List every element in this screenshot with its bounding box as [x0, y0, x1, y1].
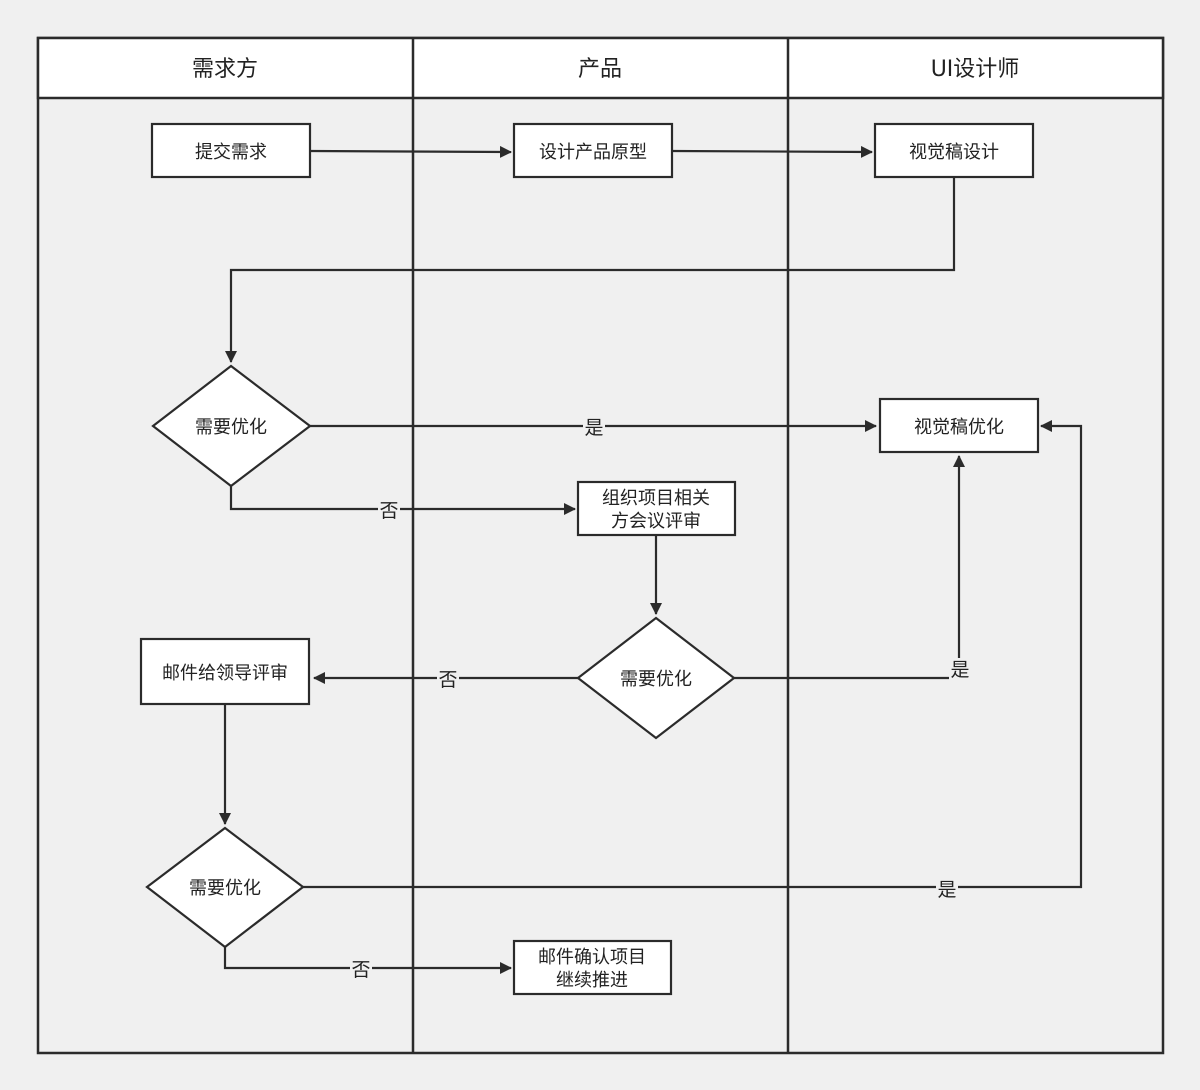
- nodes: 提交需求 设计产品原型 视觉稿设计 需要优化 视觉稿优化 组织项目相关 方会议评…: [139, 122, 1040, 996]
- node-label-line2: 继续推进: [556, 970, 628, 991]
- edge-decision3-no: [223, 947, 512, 974]
- lane-header-band: [36, 36, 1165, 100]
- node-email-confirm-proceed[interactable]: 邮件确认项目 继续推进: [512, 939, 673, 996]
- edge-prototype-to-visual: [671, 145, 873, 158]
- label-bg: [949, 658, 971, 680]
- decision-label: 需要优化: [189, 878, 261, 899]
- lane-title-product: 产品: [578, 57, 622, 82]
- label-bg: [378, 499, 400, 521]
- edge-label-yes-3: 是: [937, 879, 956, 901]
- decision-need-optimize-1[interactable]: 需要优化: [151, 364, 312, 488]
- node-label: 视觉稿优化: [914, 417, 1004, 438]
- edge-label-no-2: 否: [438, 669, 457, 691]
- label-bg: [936, 878, 958, 900]
- node-label-line1: 组织项目相关: [602, 488, 710, 509]
- decision-label: 需要优化: [195, 417, 267, 438]
- node-visual-design[interactable]: 视觉稿设计: [873, 122, 1035, 179]
- label-bg: [437, 668, 459, 690]
- node-label-line2: 方会议评审: [611, 511, 701, 532]
- decision-need-optimize-2[interactable]: 需要优化: [576, 616, 736, 740]
- edge-decision2-yes: [734, 455, 965, 680]
- node-label: 提交需求: [195, 142, 267, 163]
- node-email-leader-review[interactable]: 邮件给领导评审: [139, 637, 311, 706]
- decision-need-optimize-3[interactable]: 需要优化: [145, 826, 305, 949]
- swimlane-frame: [36, 36, 1165, 1055]
- decision-label: 需要优化: [620, 669, 692, 690]
- node-label: 邮件给领导评审: [162, 663, 288, 684]
- edge-decision3-yes: [303, 420, 1083, 889]
- edge-label-yes-2: 是: [950, 659, 969, 681]
- node-review-meeting[interactable]: 组织项目相关 方会议评审: [576, 480, 737, 537]
- node-label: 视觉稿设计: [909, 142, 999, 163]
- edge-submit-to-prototype: [309, 145, 512, 158]
- edge-label-no-3: 否: [351, 959, 370, 981]
- label-bg: [350, 958, 372, 980]
- edge-labels: 是 否 否 是 是 否: [350, 416, 971, 981]
- label-bg: [583, 416, 605, 438]
- node-submit-request[interactable]: 提交需求: [150, 122, 312, 179]
- edge-decision1-no: [229, 486, 576, 515]
- node-design-prototype[interactable]: 设计产品原型: [512, 122, 674, 179]
- edge-label-yes-1: 是: [584, 417, 603, 439]
- node-visual-optimize[interactable]: 视觉稿优化: [878, 397, 1040, 454]
- node-label: 设计产品原型: [539, 142, 647, 163]
- edge-label-no-1: 否: [379, 500, 398, 522]
- lane-title-requester: 需求方: [192, 57, 258, 82]
- lane-title-designer: UI设计师: [931, 57, 1020, 82]
- edge-visual-to-decision1: [225, 178, 956, 363]
- connectors: [219, 145, 1083, 974]
- node-label-line1: 邮件确认项目: [538, 947, 646, 968]
